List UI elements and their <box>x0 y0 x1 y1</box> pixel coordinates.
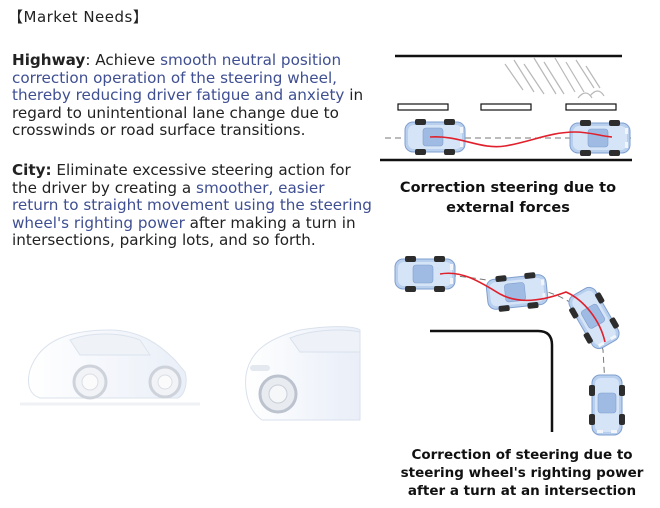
section-heading: 【Market Needs】 <box>8 8 149 26</box>
highway-sep: : Achieve <box>85 51 161 69</box>
city-text: Eliminate excessive steering action for … <box>12 161 351 197</box>
car-icon <box>569 119 631 157</box>
correction-path <box>429 131 613 148</box>
highway-highlight: smooth neutral position correction opera… <box>12 51 345 104</box>
city-paragraph: City: Eliminate excessive steering actio… <box>12 161 372 250</box>
car-icon <box>484 270 550 314</box>
car-icon <box>588 374 626 436</box>
city-highlight: smoother, easier return to straight move… <box>12 178 372 232</box>
caption-intersection: Correction of steering due to steering w… <box>400 447 644 499</box>
caption-highway: Correction steering due to external forc… <box>399 180 617 216</box>
curb-corner <box>430 329 554 432</box>
highway-rest: in regard to unintentional lane change d… <box>12 86 364 139</box>
highway-paragraph: Highway: Achieve smooth neutral position… <box>12 51 372 140</box>
city-rest: after making a turn in intersections, pa… <box>12 213 356 249</box>
correction-path <box>439 272 606 343</box>
car-photo-right <box>245 326 361 421</box>
car-photo-left <box>20 329 200 406</box>
lane-marker <box>565 103 617 111</box>
crosswind-icon <box>504 57 605 99</box>
lane-marker <box>480 103 532 111</box>
intersection-diagram <box>394 255 626 436</box>
city-label: City: <box>12 161 52 179</box>
highway-label: Highway <box>12 51 86 69</box>
lane-marker <box>397 103 449 111</box>
highway-diagram <box>380 54 632 162</box>
